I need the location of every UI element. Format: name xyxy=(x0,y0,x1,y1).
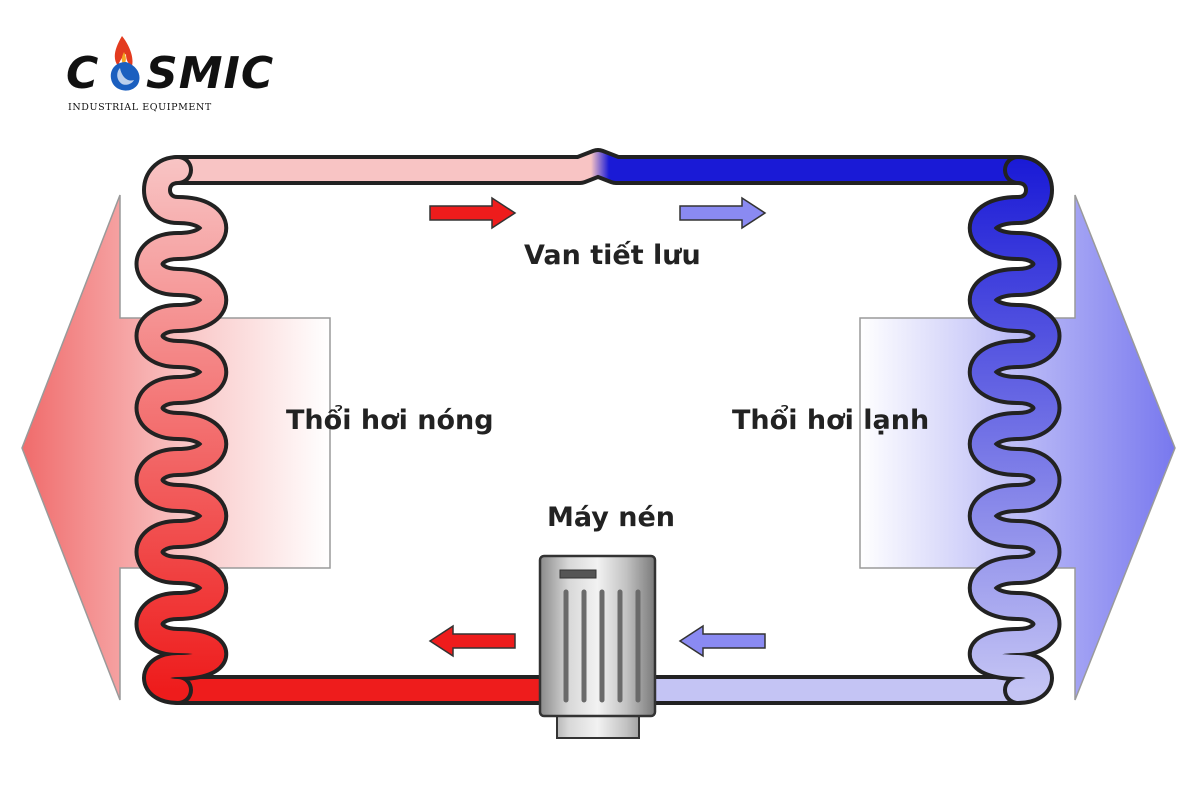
flow-arrow-hot-right xyxy=(429,196,517,230)
top-pipe xyxy=(167,152,1029,181)
flow-arrow-cold-right xyxy=(679,196,767,230)
compressor-icon xyxy=(538,554,657,739)
logo-tagline: INDUSTRIAL EQUIPMENT xyxy=(68,102,212,113)
flame-icon xyxy=(110,36,140,91)
cold-side-label: Thổi hơi lạnh xyxy=(732,405,930,436)
compressor-label: Máy nén xyxy=(547,502,676,533)
hot-side-label: Thổi hơi nóng xyxy=(286,405,494,436)
condenser-coil xyxy=(138,159,224,701)
flow-arrow-cold-left xyxy=(678,624,766,658)
cosmic-logo: C SMIC INDUSTRIAL EQUIPMENT xyxy=(60,28,273,120)
evaporator-coil xyxy=(972,159,1058,701)
expansion-valve-label: Van tiết lưu xyxy=(524,240,701,271)
flow-arrow-hot-left xyxy=(428,624,516,658)
